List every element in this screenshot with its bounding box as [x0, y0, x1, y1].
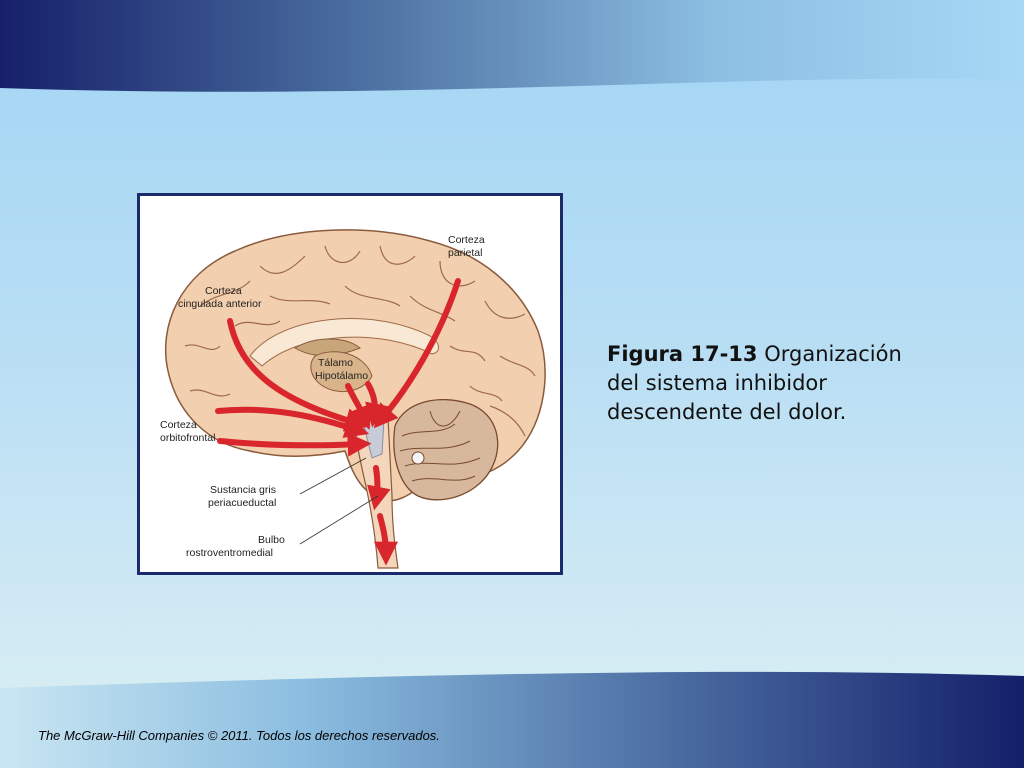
- red-arrow-group: [215, 278, 461, 566]
- brain-diagram: Corteza parietal Corteza cingulada anter…: [160, 229, 546, 569]
- figure-number: Figura 17-13: [607, 342, 758, 366]
- label-talamo: Tálamo: [318, 357, 353, 369]
- label-hipotalamo: Hipotálamo: [315, 370, 368, 382]
- red-arrow-orbitofrontal-upper: [215, 406, 370, 438]
- red-arrow-cingulate: [227, 318, 370, 432]
- label-sustancia-2: periacueductal: [208, 497, 276, 509]
- label-cingulada-1: Corteza: [205, 285, 242, 297]
- brain-gyri: [184, 245, 536, 437]
- cerebellum-shape: [393, 398, 499, 501]
- top-banner: [0, 0, 1024, 92]
- red-arrow-orbitofrontal-lower: [217, 432, 372, 457]
- label-sustancia-1: Sustancia gris: [210, 484, 276, 496]
- red-arrow-pag-down: [367, 465, 391, 511]
- copyright-footer: The McGraw-Hill Companies © 2011. Todos …: [38, 728, 440, 743]
- label-orbitofrontal-2: orbitofrontal: [160, 432, 215, 444]
- figure-caption: Figura 17-13 Organización del sistema in…: [607, 340, 927, 427]
- label-orbitofrontal-1: Corteza: [160, 419, 197, 431]
- label-corteza-parietal-1: Corteza: [448, 234, 485, 246]
- leader-lines: [299, 457, 379, 545]
- figure-caption-text: Organización del sistema inhibidor desce…: [607, 342, 902, 424]
- brain-figure-frame: Corteza parietal Corteza cingulada anter…: [137, 193, 563, 575]
- label-bulbo-2: rostroventromedial: [186, 547, 273, 559]
- bottom-banner: [0, 671, 1024, 768]
- red-arrow-bulbo-down: [373, 513, 398, 566]
- red-arrow-hypothalamus: [345, 383, 372, 430]
- ventricle: [294, 338, 361, 357]
- label-bulbo-1: Bulbo: [258, 534, 285, 546]
- label-cingulada-2: cingulada anterior: [178, 298, 262, 310]
- red-arrow-thalamus: [365, 381, 389, 428]
- red-arrow-parietal: [373, 278, 461, 429]
- label-corteza-parietal-2: parietal: [448, 247, 482, 259]
